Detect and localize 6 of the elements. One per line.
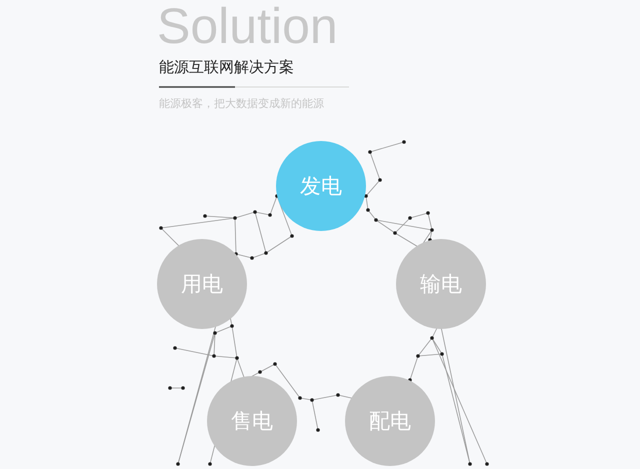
node-label: 售电 [231, 408, 273, 435]
subtitle: 能源互联网解决方案 [159, 58, 294, 77]
node-label: 配电 [369, 408, 411, 435]
node-label: 输电 [420, 271, 462, 298]
node-label: 用电 [181, 271, 223, 298]
node-label: 发电 [300, 173, 342, 200]
